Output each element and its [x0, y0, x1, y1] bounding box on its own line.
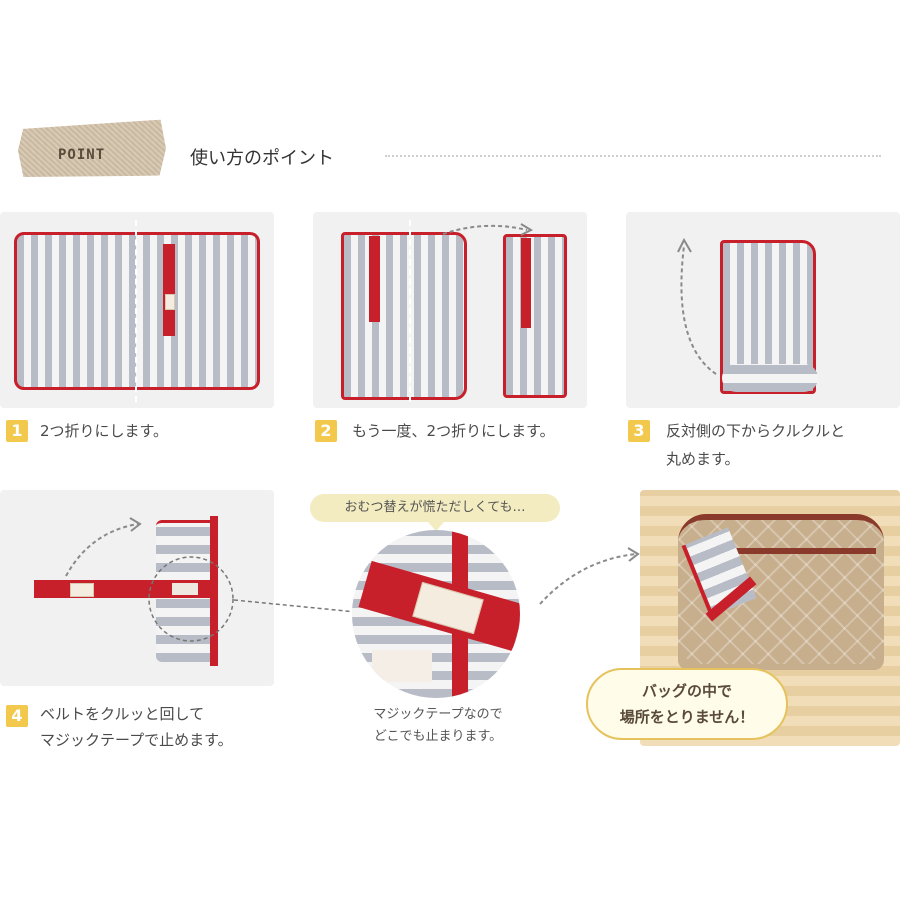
velcro-patch — [372, 650, 432, 682]
pad-folded-twice — [503, 234, 567, 398]
brand-tag — [70, 583, 94, 597]
pad-folded-once — [341, 232, 467, 400]
step-1-photo — [0, 212, 274, 408]
belt-strap — [369, 236, 380, 322]
pad-roll — [722, 364, 818, 392]
step-2-number: 2 — [315, 420, 337, 442]
arrow-to-bag-icon — [539, 547, 640, 605]
step-4-number: 4 — [6, 705, 28, 727]
step-3-text-line1: 反対側の下からクルクルと — [666, 422, 846, 440]
fold-line — [135, 220, 137, 402]
arrow-up-icon — [677, 237, 717, 375]
changing-pad-open — [14, 232, 260, 390]
step-4-text-line1: ベルトをクルッと回して — [40, 705, 205, 723]
arrow-up-right-icon — [65, 517, 142, 577]
fold-line — [409, 220, 411, 402]
zoom-circle — [148, 556, 234, 642]
belt-strap — [163, 244, 175, 336]
step-2-photo — [313, 212, 587, 408]
step-3-number: 3 — [628, 420, 650, 442]
detail-caption-line1: マジックテープなので — [373, 707, 503, 722]
bag-callout-line2: 場所をとりません！ — [619, 708, 755, 726]
bag-zipper — [724, 548, 876, 554]
pad-edge — [210, 516, 218, 666]
step-2-text: もう一度、2つ折りにします。 — [352, 422, 555, 440]
brand-tag — [165, 294, 175, 310]
section-title: 使い方のポイント — [190, 148, 334, 169]
bag-callout-line1: バッグの中で — [641, 682, 732, 700]
point-badge-label: POINT — [58, 147, 106, 163]
detail-closeup — [352, 530, 520, 698]
detail-caption-line2: どこでも止まります。 — [373, 729, 503, 744]
step-3-text-line2: 丸めます。 — [666, 450, 740, 468]
step-4-text-line2: マジックテープで止めます。 — [40, 731, 233, 749]
belt-strap — [521, 238, 531, 328]
velcro-patch — [172, 583, 198, 595]
step-1-number: 1 — [6, 420, 28, 442]
step-1-text: 2つ折りにします。 — [40, 422, 169, 440]
zoom-connector — [233, 599, 357, 613]
arrow-right-icon — [442, 223, 534, 236]
dotted-divider — [385, 155, 881, 157]
step-4-photo — [0, 490, 274, 686]
speech-bubble: おむつ替えが慌ただしくても… — [310, 494, 560, 522]
speech-bubble-tail — [428, 522, 444, 531]
bag-callout: バッグの中で 場所をとりません！ — [586, 668, 788, 740]
step-3-photo — [626, 212, 900, 408]
